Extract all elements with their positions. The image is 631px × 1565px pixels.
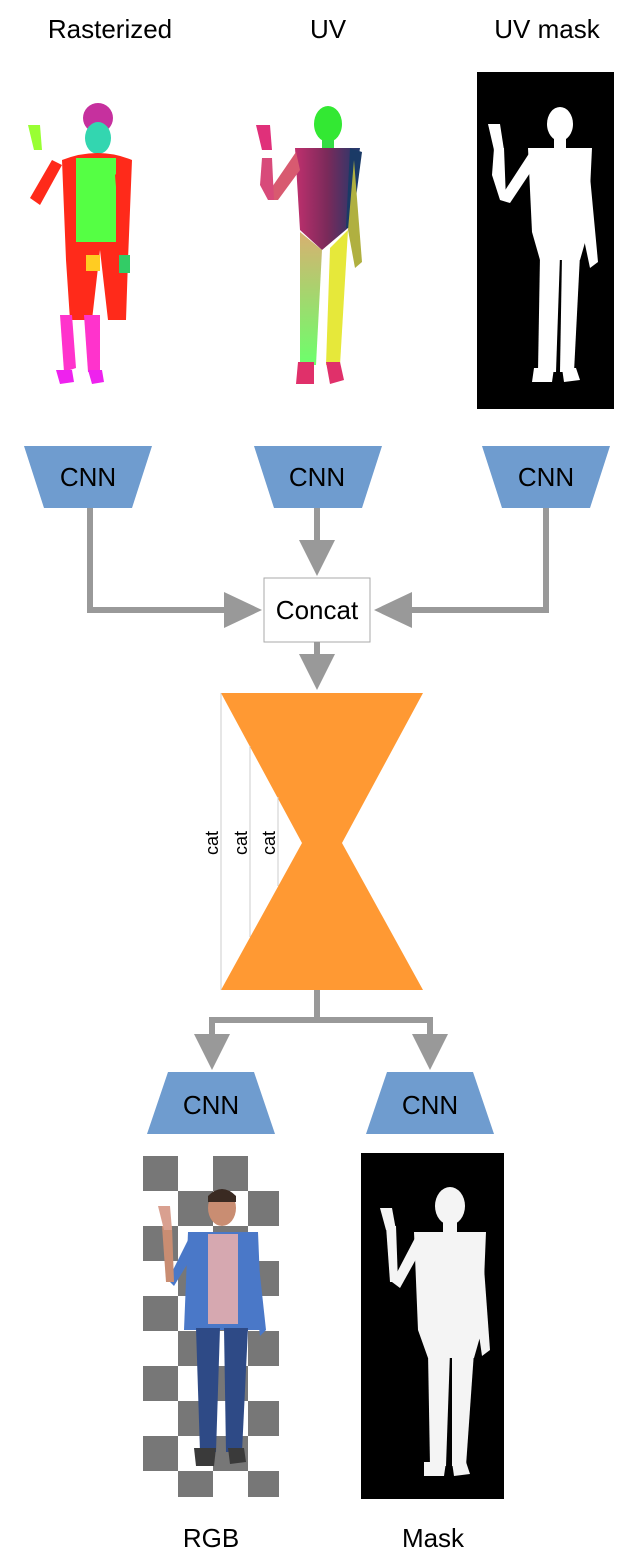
mask-output-image (361, 1153, 504, 1499)
uv-image (256, 106, 362, 384)
decoder-cnn-2 (366, 1072, 494, 1134)
rasterized-image (28, 103, 132, 384)
uv-mask-label: UV mask (494, 14, 600, 44)
encoder-cnn-3 (482, 446, 610, 508)
skip-label-1: cat (202, 831, 222, 855)
encoder-to-concat-arrows (87, 508, 549, 628)
decoder-cnn-1-label: CNN (183, 1090, 239, 1120)
encoder-cnn-1 (24, 446, 152, 508)
uv-label: UV (309, 14, 347, 44)
rasterized-label: Rasterized (47, 14, 173, 44)
mask-label: Mask (401, 1523, 465, 1553)
rgb-label: RGB (182, 1523, 240, 1553)
encoder-cnn-2-label: CNN (289, 462, 345, 492)
rgb-output-image (143, 1156, 279, 1497)
encoder-cnn-1-label: CNN (60, 462, 116, 492)
unet-to-decoder-arrows (194, 990, 448, 1070)
skip-connections (220, 693, 279, 990)
uv-mask-image (477, 72, 614, 409)
concat-label: Concat (276, 595, 359, 625)
unet-hourglass (221, 693, 423, 990)
skip-label-3: cat (259, 831, 279, 855)
concat-to-unet-arrow (299, 642, 335, 690)
encoder-cnn-3-label: CNN (518, 462, 574, 492)
encoder-cnn-2 (254, 446, 382, 508)
decoder-cnn-2-label: CNN (402, 1090, 458, 1120)
skip-label-2: cat (231, 831, 251, 855)
decoder-cnn-1 (147, 1072, 275, 1134)
